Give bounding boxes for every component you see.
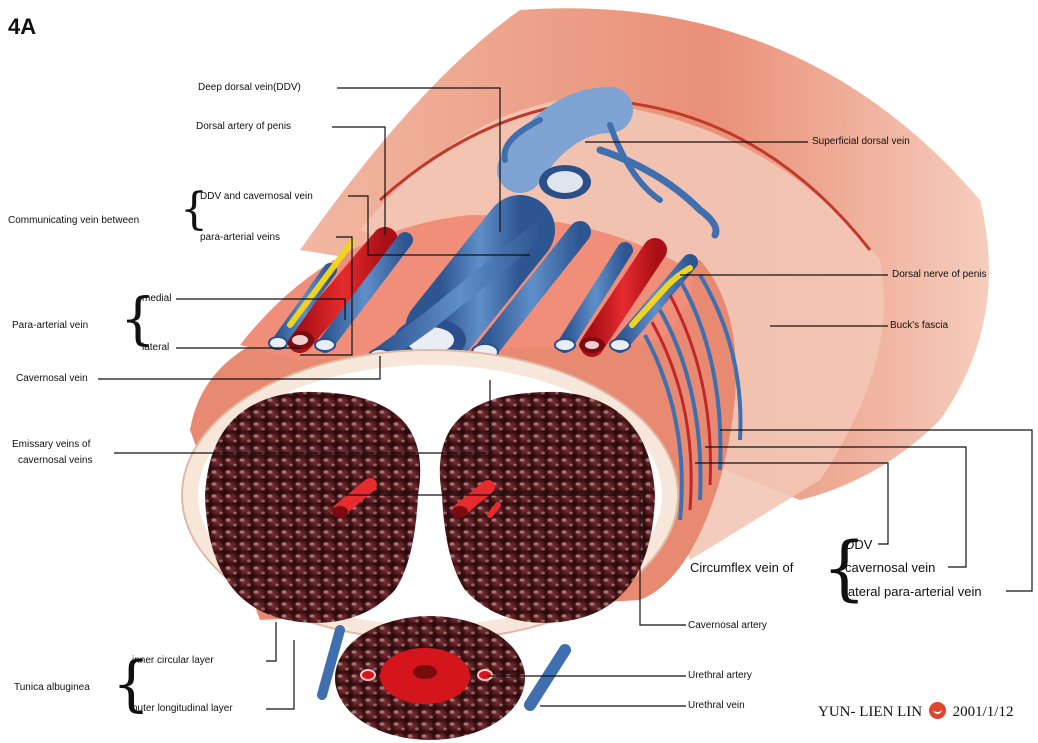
label-bucks-fascia: Buck's fascia — [890, 320, 948, 332]
label-circumflex-lateral-para-arterial-vein: lateral para-arterial vein — [845, 584, 982, 599]
label-lateral: lateral — [142, 342, 169, 354]
label-dorsal-artery: Dorsal artery of penis — [196, 121, 291, 133]
label-superficial-dorsal-vein: Superficial dorsal vein — [812, 136, 910, 148]
label-cavernosal-vein: Cavernosal vein — [16, 373, 88, 385]
corpus-cavernosum-left — [205, 392, 420, 623]
label-cavernosal-artery: Cavernosal artery — [688, 620, 767, 632]
signature-date: 2001/1/12 — [953, 704, 1014, 720]
label-urethral-artery: Urethral artery — [688, 670, 752, 682]
urethral-vein-right — [530, 650, 565, 705]
label-para-arterial-vein: Para-arterial vein — [12, 320, 88, 332]
author-signature: YUN- LIEN LIN 2001/1/12 — [818, 702, 1013, 721]
label-urethral-vein: Urethral vein — [688, 700, 745, 712]
smiley-logo-icon — [929, 702, 946, 719]
label-circumflex-vein-of: Circumflex vein of — [690, 560, 793, 575]
label-outer-longitudinal-layer: outer longitudinal layer — [132, 703, 233, 715]
corpus-spongiosum — [335, 616, 525, 740]
label-para-arterial-veins: para-arterial veins — [200, 232, 280, 244]
label-dorsal-nerve: Dorsal nerve of penis — [892, 269, 987, 281]
label-medial: medial — [142, 293, 171, 305]
label-tunica-albuginea: Tunica albuginea — [14, 682, 90, 694]
label-communicating-vein: Communicating vein between — [8, 215, 139, 227]
label-emissary-veins-line1: Emissary veins of — [12, 439, 90, 451]
label-emissary-veins-line2: cavernosal veins — [18, 455, 92, 467]
figure-label: 4A — [8, 14, 36, 40]
label-deep-dorsal-vein: Deep dorsal vein(DDV) — [198, 82, 301, 94]
author-name: YUN- LIEN LIN — [818, 704, 922, 720]
label-circumflex-cavernosal-vein: cavernosal vein — [845, 560, 935, 575]
label-ddv-and-cavernosal-vein: DDV and cavernosal vein — [200, 191, 313, 203]
label-circumflex-ddv: DDV — [845, 537, 872, 552]
label-inner-circular-layer: inner circular layer — [132, 655, 214, 667]
